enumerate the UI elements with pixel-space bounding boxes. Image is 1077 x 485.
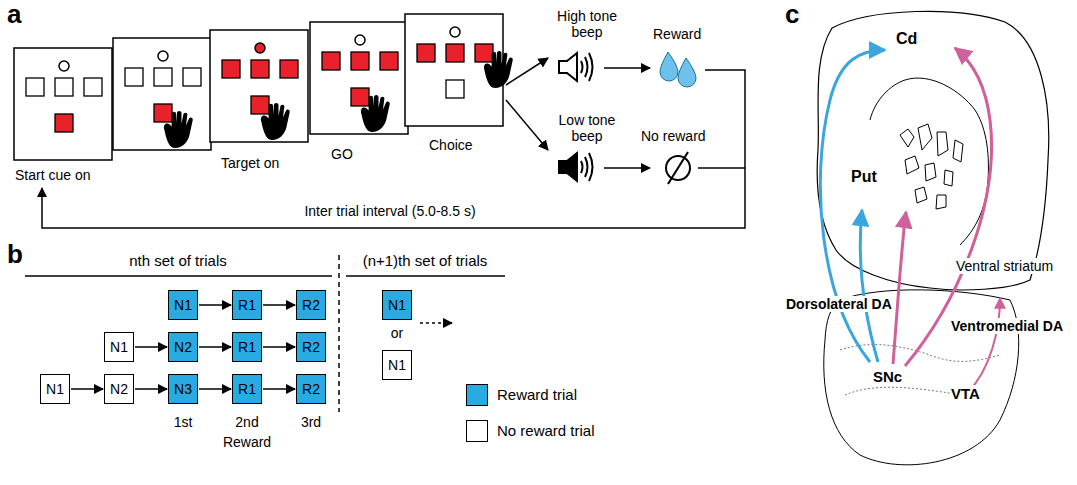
trial-box: N2 bbox=[168, 332, 198, 362]
text-label: Low tone beep bbox=[551, 112, 623, 144]
text-label: 3rd bbox=[300, 414, 322, 430]
text-label: Ventral striatum bbox=[955, 258, 1054, 274]
sequence-arrow bbox=[199, 304, 231, 306]
trial-box: N1 bbox=[168, 290, 198, 320]
box-text: N1 bbox=[46, 381, 64, 397]
panel-label: c bbox=[784, 0, 800, 30]
text-label: 2nd bbox=[234, 414, 259, 430]
sequence-arrow bbox=[135, 346, 167, 348]
box-text: N1 bbox=[110, 339, 128, 355]
box-text: N1 bbox=[174, 297, 192, 313]
box-text: N3 bbox=[174, 381, 192, 397]
legend-swatch bbox=[466, 420, 488, 442]
box-text: R2 bbox=[302, 339, 320, 355]
legend-text: Reward trial bbox=[496, 386, 578, 403]
box-text: R1 bbox=[238, 381, 256, 397]
trial-box: N1 bbox=[382, 350, 412, 380]
sequence-arrow bbox=[135, 388, 167, 390]
sequence-arrow bbox=[263, 304, 295, 306]
box-text: N1 bbox=[388, 297, 406, 313]
panel-label: Put bbox=[850, 168, 878, 186]
box-text: R1 bbox=[238, 339, 256, 355]
box-text: N2 bbox=[174, 339, 192, 355]
trial-box: N1 bbox=[40, 374, 70, 404]
panel-label: a bbox=[6, 0, 22, 30]
box-text: R2 bbox=[302, 381, 320, 397]
trial-box: N2 bbox=[104, 374, 134, 404]
trial-box: R2 bbox=[296, 332, 326, 362]
sequence-arrow bbox=[263, 388, 295, 390]
sequence-arrow bbox=[199, 388, 231, 390]
text-label: Reward bbox=[222, 434, 272, 450]
text-label: Target on bbox=[220, 155, 280, 171]
text-label: Choice bbox=[428, 137, 474, 153]
box-text: R2 bbox=[302, 297, 320, 313]
text-label: nth set of trials bbox=[128, 252, 228, 269]
trial-box: N3 bbox=[168, 374, 198, 404]
text-label: No reward bbox=[640, 128, 707, 144]
text-label: Start cue on bbox=[14, 167, 92, 183]
panel-label: SNc bbox=[872, 368, 903, 385]
trial-box: N1 bbox=[382, 290, 412, 320]
legend-swatch bbox=[466, 384, 488, 406]
panel-label: b bbox=[6, 240, 24, 270]
sequence-arrow bbox=[199, 346, 231, 348]
panel-label: Cd bbox=[895, 30, 918, 48]
panel-label: VTA bbox=[950, 385, 981, 402]
text-label: (n+1)th set of trials bbox=[362, 252, 489, 269]
text-label: Inter trial interval (5.0-8.5 s) bbox=[303, 203, 476, 219]
panel-label: Dorsolateral DA bbox=[785, 296, 893, 312]
text-label: GO bbox=[330, 146, 354, 162]
sequence-arrow bbox=[263, 346, 295, 348]
trial-box: R2 bbox=[296, 290, 326, 320]
text-label: 1st bbox=[173, 414, 194, 430]
text-label: Reward bbox=[652, 26, 702, 42]
trial-box: N1 bbox=[104, 332, 134, 362]
panel-label: Ventromedial DA bbox=[950, 318, 1064, 334]
sequence-arrow bbox=[71, 388, 103, 390]
trial-box: R1 bbox=[232, 290, 262, 320]
trial-box: R1 bbox=[232, 374, 262, 404]
box-text: N1 bbox=[388, 357, 406, 373]
legend-text: No reward trial bbox=[496, 422, 596, 439]
trial-box: R2 bbox=[296, 374, 326, 404]
text-label: or bbox=[390, 325, 404, 341]
box-text: R1 bbox=[238, 297, 256, 313]
trial-box: R1 bbox=[232, 332, 262, 362]
box-text: N2 bbox=[110, 381, 128, 397]
text-label: High tone beep bbox=[551, 8, 623, 40]
